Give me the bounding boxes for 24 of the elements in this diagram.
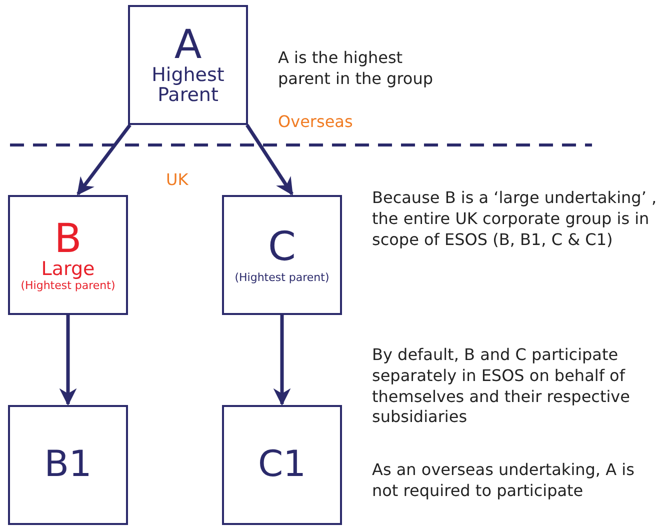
note-text: A is the highest parent in the group [278,48,434,90]
entity-box [8,405,128,525]
entity-box [222,195,342,315]
entity-note: Highest Parent [150,66,226,106]
note-text: As an overseas undertaking, A is not required to participate [372,460,636,502]
entity-name: A [174,24,202,66]
arrow [59,315,77,406]
entity-box [128,5,248,125]
entity-name: B1 [44,446,92,484]
entity-box [8,195,128,315]
arrow [273,315,291,406]
note-text: By default, B and C participate separately in ESOS on behalf of themselves and their respective subsidiaries [372,345,631,428]
entity-note: (Hightest parent) [234,272,330,284]
entity-note: Large [41,260,95,280]
note-text: Because B is a ‘large undertaking’ , the entire UK corporate group is in scope of ESOS (B, B1, C & C1) [372,188,657,250]
arrow [76,124,132,196]
region-label: UK [166,170,190,191]
region-label: Overseas [278,112,354,133]
arrow [246,124,294,196]
entity-name: C [268,226,296,268]
entity-box [222,405,342,525]
entity-name: B [54,218,82,260]
entity-name: C1 [258,446,306,484]
entity-note: (Hightest parent) [20,280,116,292]
